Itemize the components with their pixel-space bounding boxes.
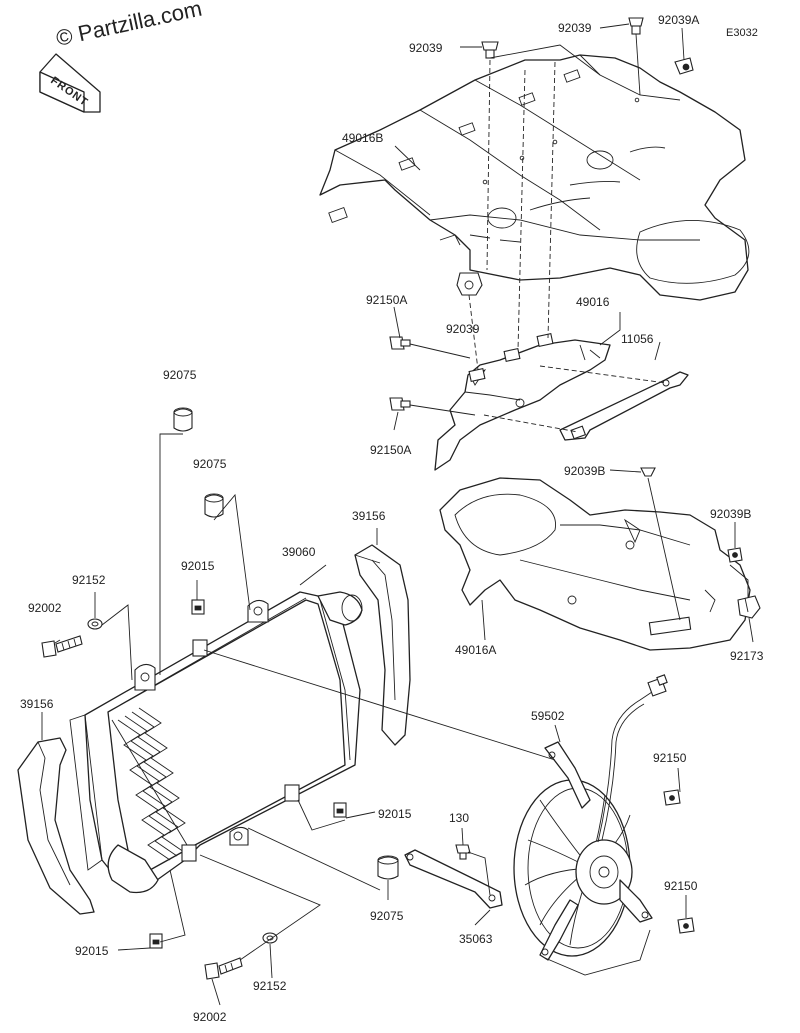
callout-92002-2: 92002 [193, 1010, 227, 1024]
callout-92039-tl: 92039 [409, 41, 443, 55]
callout-92150A-1: 92150A [366, 293, 407, 307]
bolt-92039A[interactable] [674, 57, 694, 75]
callout-labels: 92039 92039 92039A 49016B 92150A 92039 4… [20, 13, 764, 1024]
callout-35063: 35063 [459, 932, 493, 946]
leader-lines [41, 23, 754, 1006]
diagram-code: E3032 [726, 27, 758, 39]
radiator-39060[interactable] [69, 591, 363, 894]
callout-11056: 11056 [621, 332, 654, 346]
bolt-92150-2[interactable] [677, 917, 695, 934]
side-cover-39156-right[interactable] [354, 544, 411, 746]
grommet-92075-3[interactable] [377, 855, 399, 880]
callout-92039B-2: 92039B [710, 507, 751, 521]
callout-39156-left: 39156 [20, 697, 54, 711]
callout-92150-2: 92150 [664, 879, 698, 893]
bracket-35063[interactable] [404, 849, 503, 909]
callout-92015-3: 92015 [75, 944, 109, 958]
lower-cover-49016A[interactable] [439, 477, 751, 651]
callout-39156-right: 39156 [352, 509, 386, 523]
upper-cover-49016B[interactable] [319, 54, 750, 301]
callout-92075-1: 92075 [163, 368, 197, 382]
clip-92173[interactable] [737, 595, 761, 619]
callout-92150-1: 92150 [653, 751, 687, 765]
callout-92039B-1: 92039B [564, 464, 605, 478]
middle-cover-49016[interactable] [434, 333, 611, 471]
collar-92152-1[interactable] [87, 618, 103, 630]
callout-39060: 39060 [282, 545, 316, 559]
callout-130: 130 [449, 811, 469, 825]
bolt-92002-2[interactable] [204, 957, 243, 980]
clip-92039B-2[interactable] [727, 547, 743, 563]
clip-92015-2[interactable] [333, 802, 347, 818]
screw-92039-tr[interactable] [628, 17, 644, 35]
bolt-92002-1[interactable] [41, 635, 83, 658]
bolt-92150A-1[interactable] [389, 336, 411, 350]
bolt-92150A-2[interactable] [389, 397, 411, 411]
callout-49016: 49016 [576, 295, 610, 309]
front-arrow-icon: FRONT [39, 53, 101, 113]
screw-130[interactable] [455, 844, 471, 860]
callout-92039A: 92039A [658, 13, 699, 27]
screw-92039-tl[interactable] [481, 41, 499, 59]
callout-92015-2: 92015 [378, 807, 412, 821]
callout-92002-1: 92002 [28, 601, 62, 615]
grommet-92075-2[interactable] [204, 493, 224, 518]
callout-92075-3: 92075 [370, 909, 404, 923]
callout-92075-2: 92075 [193, 457, 227, 471]
clip-92015-3[interactable] [149, 933, 163, 949]
callout-92152-1: 92152 [72, 573, 106, 587]
fan-assembly-59502[interactable] [513, 674, 668, 961]
grommet-92075-1[interactable] [173, 407, 193, 432]
callout-92150A-2: 92150A [370, 443, 411, 457]
watermark-text: © Partzilla.com [54, 0, 204, 51]
bracket-11056[interactable] [559, 371, 689, 441]
callout-92039-mid: 92039 [446, 322, 480, 336]
callout-59502: 59502 [531, 709, 565, 723]
callout-92173: 92173 [730, 649, 764, 663]
callout-49016B: 49016B [342, 131, 383, 145]
bolt-92150-1[interactable] [663, 789, 681, 806]
collar-92152-2[interactable] [262, 932, 278, 944]
clip-92039B-1[interactable] [640, 467, 656, 477]
callout-92015-1: 92015 [181, 559, 215, 573]
screw-92039-mid[interactable] [456, 272, 483, 296]
callout-49016A: 49016A [455, 643, 496, 657]
side-cover-39156-left[interactable] [17, 737, 95, 915]
radiator-core-fins [111, 707, 191, 861]
callout-92152-2: 92152 [253, 979, 287, 993]
callout-92039-tr: 92039 [558, 21, 592, 35]
clip-92015-1[interactable] [191, 599, 205, 615]
